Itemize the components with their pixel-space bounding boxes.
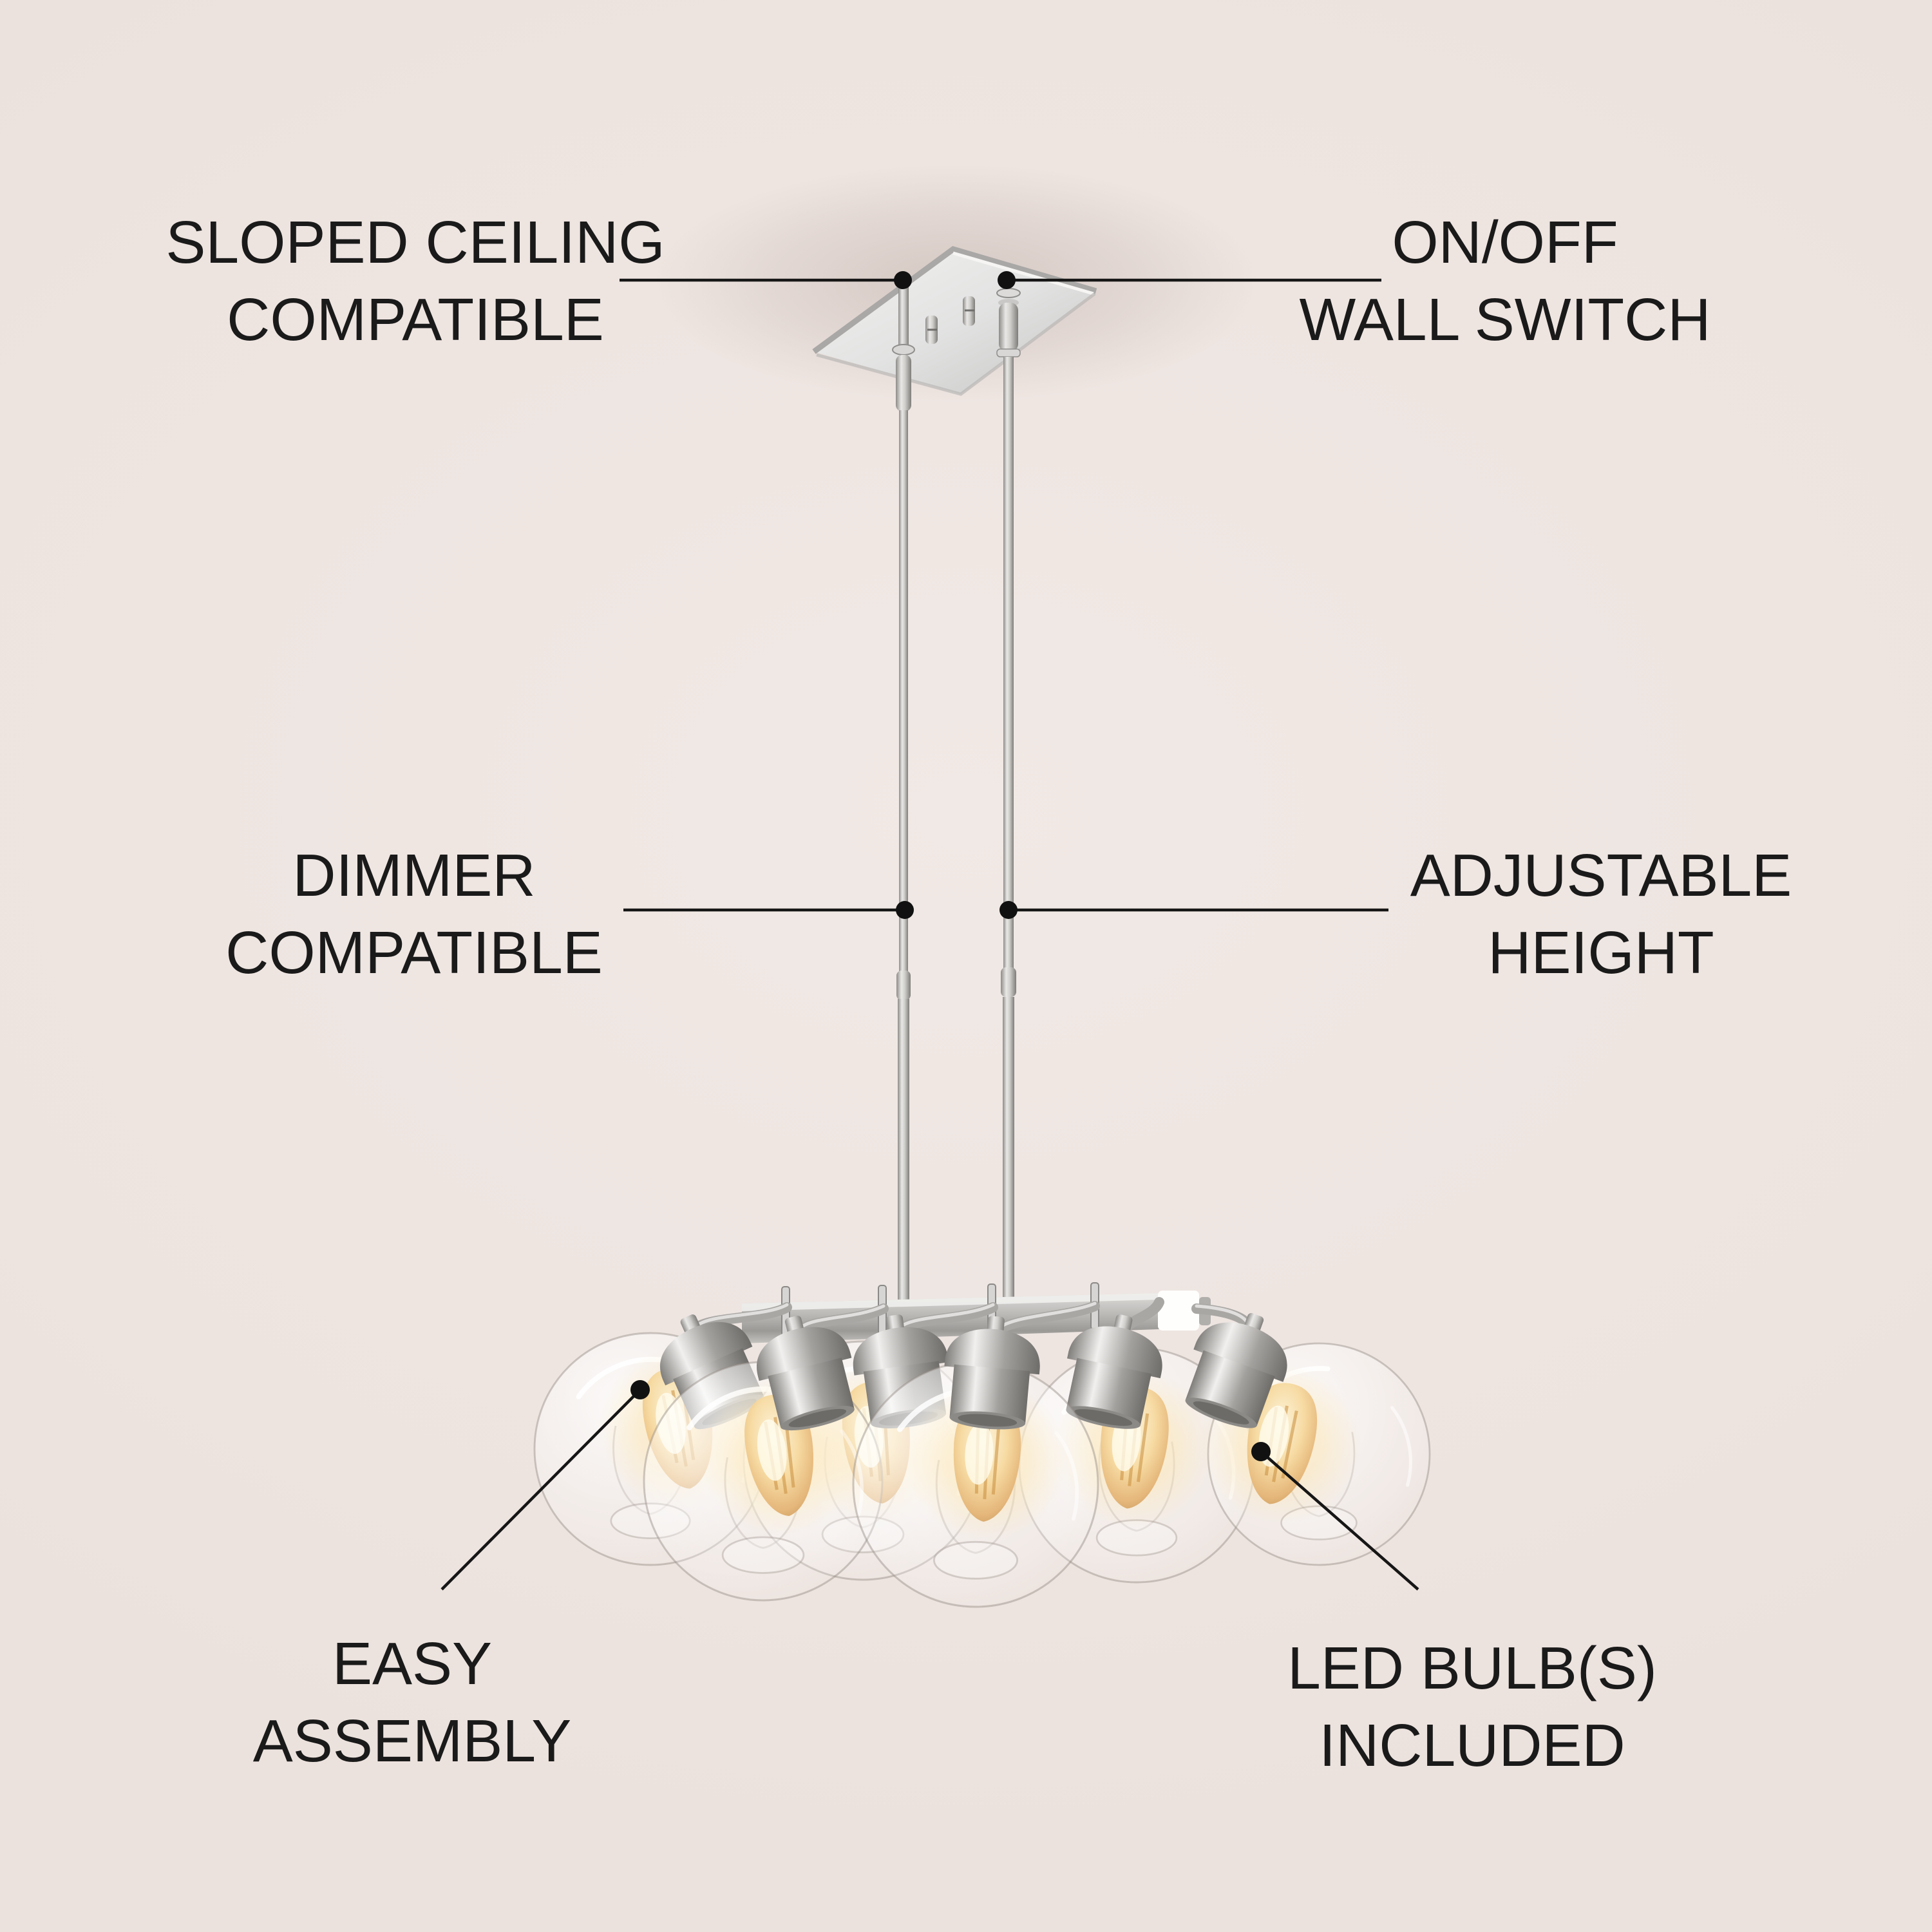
label-led-bulbs: LED BULB(S) INCLUDED — [1150, 1629, 1794, 1784]
label-line: ASSEMBLY — [252, 1707, 572, 1774]
label-line: INCLUDED — [1319, 1712, 1625, 1779]
callout-dot-dimmer — [896, 901, 914, 919]
callout-dot-led-bulbs — [1251, 1442, 1271, 1461]
label-line: ON/OFF — [1392, 209, 1618, 276]
label-line: WALL SWITCH — [1299, 286, 1711, 353]
label-sloped-ceiling: SLOPED CEILING COMPATIBLE — [93, 204, 737, 358]
callout-dot-adjustable — [999, 901, 1018, 919]
ceiling-canopy — [812, 246, 1097, 396]
label-line: HEIGHT — [1488, 919, 1714, 986]
lights — [535, 1296, 1430, 1607]
label-line: COMPATIBLE — [227, 286, 604, 353]
callout-lines — [440, 278, 1419, 1591]
bar-white-connector — [1158, 1291, 1199, 1331]
downrod-right — [996, 288, 1021, 1311]
downrod-left — [892, 282, 915, 1311]
label-line: ADJUSTABLE — [1410, 842, 1792, 909]
label-dimmer: DIMMER COMPATIBLE — [92, 837, 736, 991]
label-on-off-wall-switch: ON/OFF WALL SWITCH — [1183, 204, 1827, 358]
callout-dot-on-off — [998, 271, 1016, 289]
callout-dot-easy-assembly — [630, 1380, 650, 1399]
callout-line-easy-assembly — [440, 1388, 641, 1591]
callout-line-led-bulbs — [1260, 1450, 1419, 1591]
label-adjustable-height: ADJUSTABLE HEIGHT — [1279, 837, 1923, 991]
callout-dot-sloped-ceiling — [894, 271, 912, 289]
label-line: LED BULB(S) — [1287, 1634, 1657, 1701]
label-easy-assembly: EASY ASSEMBLY — [90, 1625, 734, 1779]
label-line: SLOPED CEILING — [166, 209, 665, 276]
callout-dots — [630, 271, 1271, 1461]
label-line: EASY — [332, 1630, 493, 1697]
label-line: COMPATIBLE — [225, 919, 603, 986]
label-line: DIMMER — [292, 842, 536, 909]
